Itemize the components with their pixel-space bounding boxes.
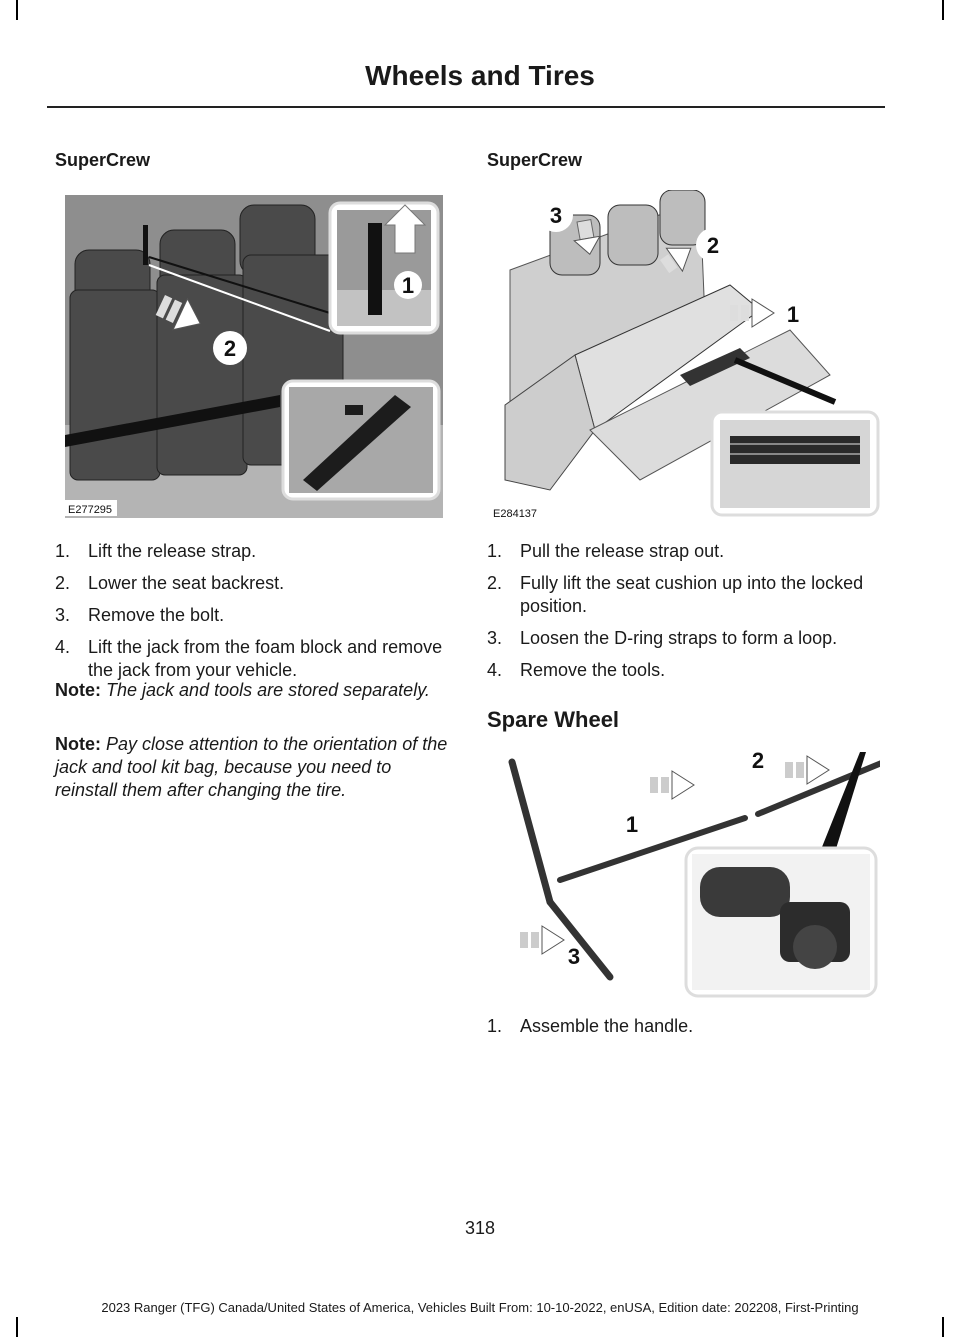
- edition-footer: 2023 Ranger (TFG) Canada/United States o…: [101, 1300, 859, 1315]
- step-number: 1.: [55, 541, 71, 561]
- right-steps: 1. Pull the release strap out. 2. Fully li…: [487, 540, 882, 691]
- right-fig-callout-3: 3: [550, 203, 562, 228]
- list-item: 2. Lower the seat backrest.: [55, 572, 450, 595]
- step-text: Assemble the handle.: [520, 1016, 694, 1036]
- spare-wheel-heading: Spare Wheel: [487, 707, 620, 732]
- spare-fig-callout-3: 3: [568, 944, 580, 969]
- right-heading: SuperCrew: [487, 150, 583, 170]
- spare-fig-callout-2: 2: [752, 752, 764, 773]
- step-number: 4.: [487, 660, 503, 680]
- left-heading: SuperCrew: [55, 150, 151, 170]
- step-number: 3.: [55, 605, 71, 625]
- right-fig-code: E284137: [493, 508, 537, 520]
- step-number: 1.: [487, 1016, 503, 1036]
- list-item: 3. Remove the bolt.: [55, 604, 450, 627]
- right-fig-callout-2: 2: [707, 233, 719, 258]
- list-item: 4. Remove the tools.: [487, 659, 882, 682]
- left-fig-callout-2: 2: [224, 336, 236, 361]
- step-number: 3.: [487, 628, 503, 648]
- left-fig-code: E277295: [68, 504, 112, 516]
- page-title: Wheels and Tires: [365, 60, 595, 91]
- step-number: 4.: [55, 637, 71, 657]
- rear-seat-jack-illustration: 2 1 E277295: [65, 195, 443, 518]
- step-number: 2.: [55, 573, 71, 593]
- list-item: 2. Fully lift the seat cushion up into th…: [487, 572, 882, 618]
- header-rule: [47, 106, 885, 108]
- crop-mark-bottom-right: [942, 1317, 944, 1337]
- left-steps: 1. Lift the release strap. 2. Lower the se…: [55, 540, 450, 691]
- step-text: Fully lift the seat cushion up into the …: [520, 573, 864, 616]
- step-text: Pull the release strap out.: [520, 541, 725, 561]
- note-label: Note:: [55, 734, 101, 754]
- step-text: Lift the release strap.: [88, 541, 257, 561]
- list-item: 1. Assemble the handle.: [487, 1015, 882, 1038]
- note-orientation: Note: Pay close attention to the orienta…: [55, 733, 451, 802]
- crop-mark-bottom-left: [16, 1317, 18, 1337]
- note-text: The jack and tools are stored separately…: [106, 680, 430, 700]
- step-number: 1.: [487, 541, 503, 561]
- crop-mark-top-right: [942, 0, 944, 20]
- left-fig-callout-1: 1: [402, 273, 414, 298]
- step-text: Lower the seat backrest.: [88, 573, 285, 593]
- list-item: 4. Lift the jack from the foam block and …: [55, 636, 450, 682]
- step-number: 2.: [487, 573, 503, 593]
- page-number: 318: [464, 1218, 496, 1238]
- step-text: Lift the jack from the foam block and re…: [88, 637, 443, 680]
- step-text: Loosen the D-ring straps to form a loop.: [520, 628, 838, 648]
- note-label: Note:: [55, 680, 101, 700]
- step-text: Remove the tools.: [520, 660, 666, 680]
- spare-fig-callout-1: 1: [626, 812, 638, 837]
- note-storage: Note: The jack and tools are stored sepa…: [55, 679, 447, 702]
- list-item: 1. Pull the release strap out.: [487, 540, 882, 563]
- list-item: 3. Loosen the D-ring straps to form a loo…: [487, 627, 882, 650]
- spare-wheel-steps: 1. Assemble the handle.: [487, 1015, 882, 1047]
- note-text: Pay close attention to the orientation o…: [55, 734, 448, 800]
- spare-wheel-handle-illustration: 1 2 3: [490, 752, 880, 1002]
- right-fig-callout-1: 1: [787, 302, 799, 327]
- crop-mark-top-left: [16, 0, 18, 20]
- step-text: Remove the bolt.: [88, 605, 225, 625]
- seat-cushion-tools-illustration: 3 2 1 E284137: [490, 190, 880, 520]
- list-item: 1. Lift the release strap.: [55, 540, 450, 563]
